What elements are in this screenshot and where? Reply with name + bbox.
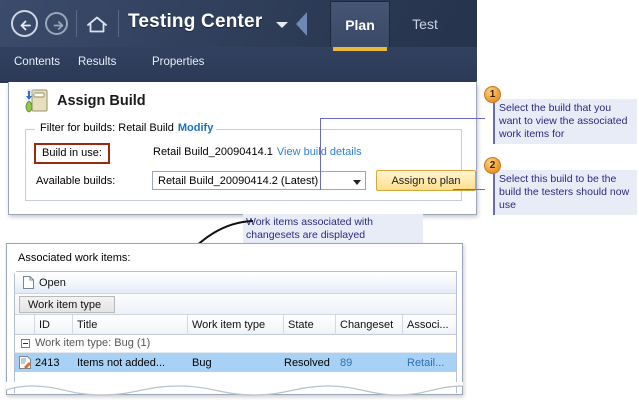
build-in-use-value: Retail Build_20090414.1 <box>153 146 273 158</box>
cell-id: 2413 <box>35 356 60 369</box>
grid-header-row: ID Title Work item type State Changeset … <box>15 315 456 335</box>
group-chip-work-item-type[interactable]: Work item type <box>19 296 115 313</box>
available-builds-label: Available builds: <box>36 175 116 187</box>
title-flag-icon <box>296 12 307 36</box>
panel-header: Assign Build <box>9 82 476 119</box>
cell-state: Resolved <box>284 356 330 369</box>
panel-title: Assign Build <box>57 93 146 109</box>
filter-legend-text: Filter for builds: Retail Build <box>40 122 174 134</box>
torn-edge <box>6 382 463 396</box>
callout-1-leader <box>477 118 485 119</box>
column-header-work-item-type[interactable]: Work item type <box>188 315 284 335</box>
view-build-details-link[interactable]: View build details <box>276 146 362 158</box>
callout-2-leader <box>453 189 485 190</box>
assign-build-panel: Assign Build Filter for builds: Retail B… <box>8 82 477 215</box>
chevron-down-icon[interactable] <box>353 180 361 185</box>
assign-to-plan-button[interactable]: Assign to plan <box>376 170 476 191</box>
tab-test-label: Test <box>412 16 438 32</box>
tab-plan-underline <box>333 47 387 51</box>
annotation-note: Work items associated with changesets ar… <box>243 214 423 244</box>
callout-1-connector-vertical <box>320 118 321 190</box>
column-header-title[interactable]: Title <box>73 315 188 335</box>
table-row[interactable]: 2413 Items not added... Bug Resolved 89 … <box>15 353 456 372</box>
tab-plan-label: Plan <box>345 16 375 33</box>
groupbox-top-left <box>26 129 35 130</box>
callout-1-text: Select the build that you want to view t… <box>493 99 637 144</box>
chevron-down-icon[interactable] <box>276 22 288 28</box>
callout-1-connector-horizontal <box>320 118 477 119</box>
available-builds-value: Retail Build_20090414.2 (Latest) <box>158 175 319 187</box>
tab-plan[interactable]: Plan <box>330 1 390 51</box>
subnav-item-results[interactable]: Results <box>78 56 117 68</box>
open-button-label: Open <box>39 277 66 289</box>
grid-toolbar: Open <box>15 272 456 294</box>
grid-group-row[interactable]: Work item type: Bug (1) <box>15 335 456 353</box>
app-header: Testing Center Plan Test Contents Result… <box>0 0 477 83</box>
cell-work-item-type: Bug <box>192 356 212 369</box>
cell-title: Items not added... <box>77 356 166 369</box>
cell-associated[interactable]: Retail... <box>407 356 445 369</box>
callout-2-text: Select this build to be the build the te… <box>493 170 637 215</box>
callout-2-number: 2 <box>484 157 501 174</box>
collapse-icon[interactable] <box>21 339 30 348</box>
associated-work-items-label: Associated work items: <box>18 252 131 264</box>
assign-build-icon <box>21 87 51 115</box>
header-divider-1 <box>76 10 77 37</box>
grid-group-row-label: Work item type: Bug (1) <box>35 337 151 349</box>
subnav-item-properties[interactable]: Properties <box>152 56 205 68</box>
page-title: Testing Center <box>128 11 263 32</box>
build-in-use-label: Build in use: <box>34 143 110 164</box>
forward-arrow-icon[interactable] <box>45 12 68 35</box>
column-header-associated[interactable]: Associ... <box>407 319 449 331</box>
associated-work-items-panel: Associated work items: Open Work item ty… <box>6 243 463 395</box>
groupbox-top-right <box>210 129 461 130</box>
sub-navigation: Contents Results Properties <box>0 47 477 83</box>
home-icon[interactable] <box>84 12 110 36</box>
available-builds-select[interactable]: Retail Build_20090414.2 (Latest) <box>152 171 366 190</box>
column-header-changeset[interactable]: Changeset <box>336 315 403 335</box>
work-items-grid: Open Work item type ID Title Work item t… <box>14 271 457 393</box>
column-header-id[interactable]: ID <box>35 315 73 335</box>
title-bar: Testing Center Plan Test <box>0 0 477 51</box>
cell-changeset[interactable]: 89 <box>340 356 353 369</box>
group-by-bar[interactable]: Work item type <box>15 294 456 315</box>
column-header-state[interactable]: State <box>284 315 336 335</box>
open-document-icon <box>23 276 34 289</box>
modify-link[interactable]: Modify <box>177 122 214 134</box>
work-item-icon <box>19 356 31 369</box>
subnav-item-contents[interactable]: Contents <box>14 56 61 68</box>
tab-test[interactable]: Test <box>398 1 452 47</box>
column-header-select[interactable] <box>15 315 35 335</box>
header-divider-2 <box>118 10 119 37</box>
callout-1-number: 1 <box>484 86 501 103</box>
back-arrow-icon[interactable] <box>11 10 38 37</box>
